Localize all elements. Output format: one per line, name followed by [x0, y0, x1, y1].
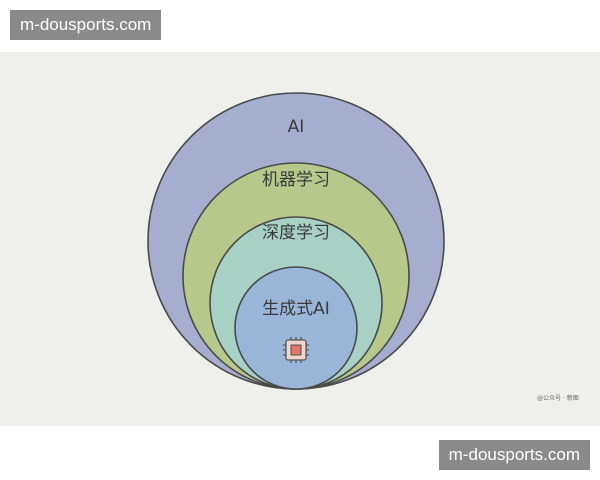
- watermark-bottom: m-dousports.com: [438, 440, 590, 470]
- author-credit: @公众号 · 新图: [537, 394, 579, 402]
- ring-generative-ai: [234, 266, 358, 390]
- label-machine-learning: 机器学习: [262, 170, 330, 190]
- label-generative-ai: 生成式AI: [262, 299, 330, 319]
- label-ai: AI: [288, 117, 305, 137]
- label-deep-learning: 深度学习: [262, 223, 330, 243]
- watermark-top: m-dousports.com: [10, 10, 162, 40]
- chip-icon: [283, 337, 309, 363]
- diagram-panel: AI 机器学习 深度学习 生成式AI: [0, 52, 600, 426]
- nested-circles-diagram: AI 机器学习 深度学习 生成式AI: [147, 92, 579, 402]
